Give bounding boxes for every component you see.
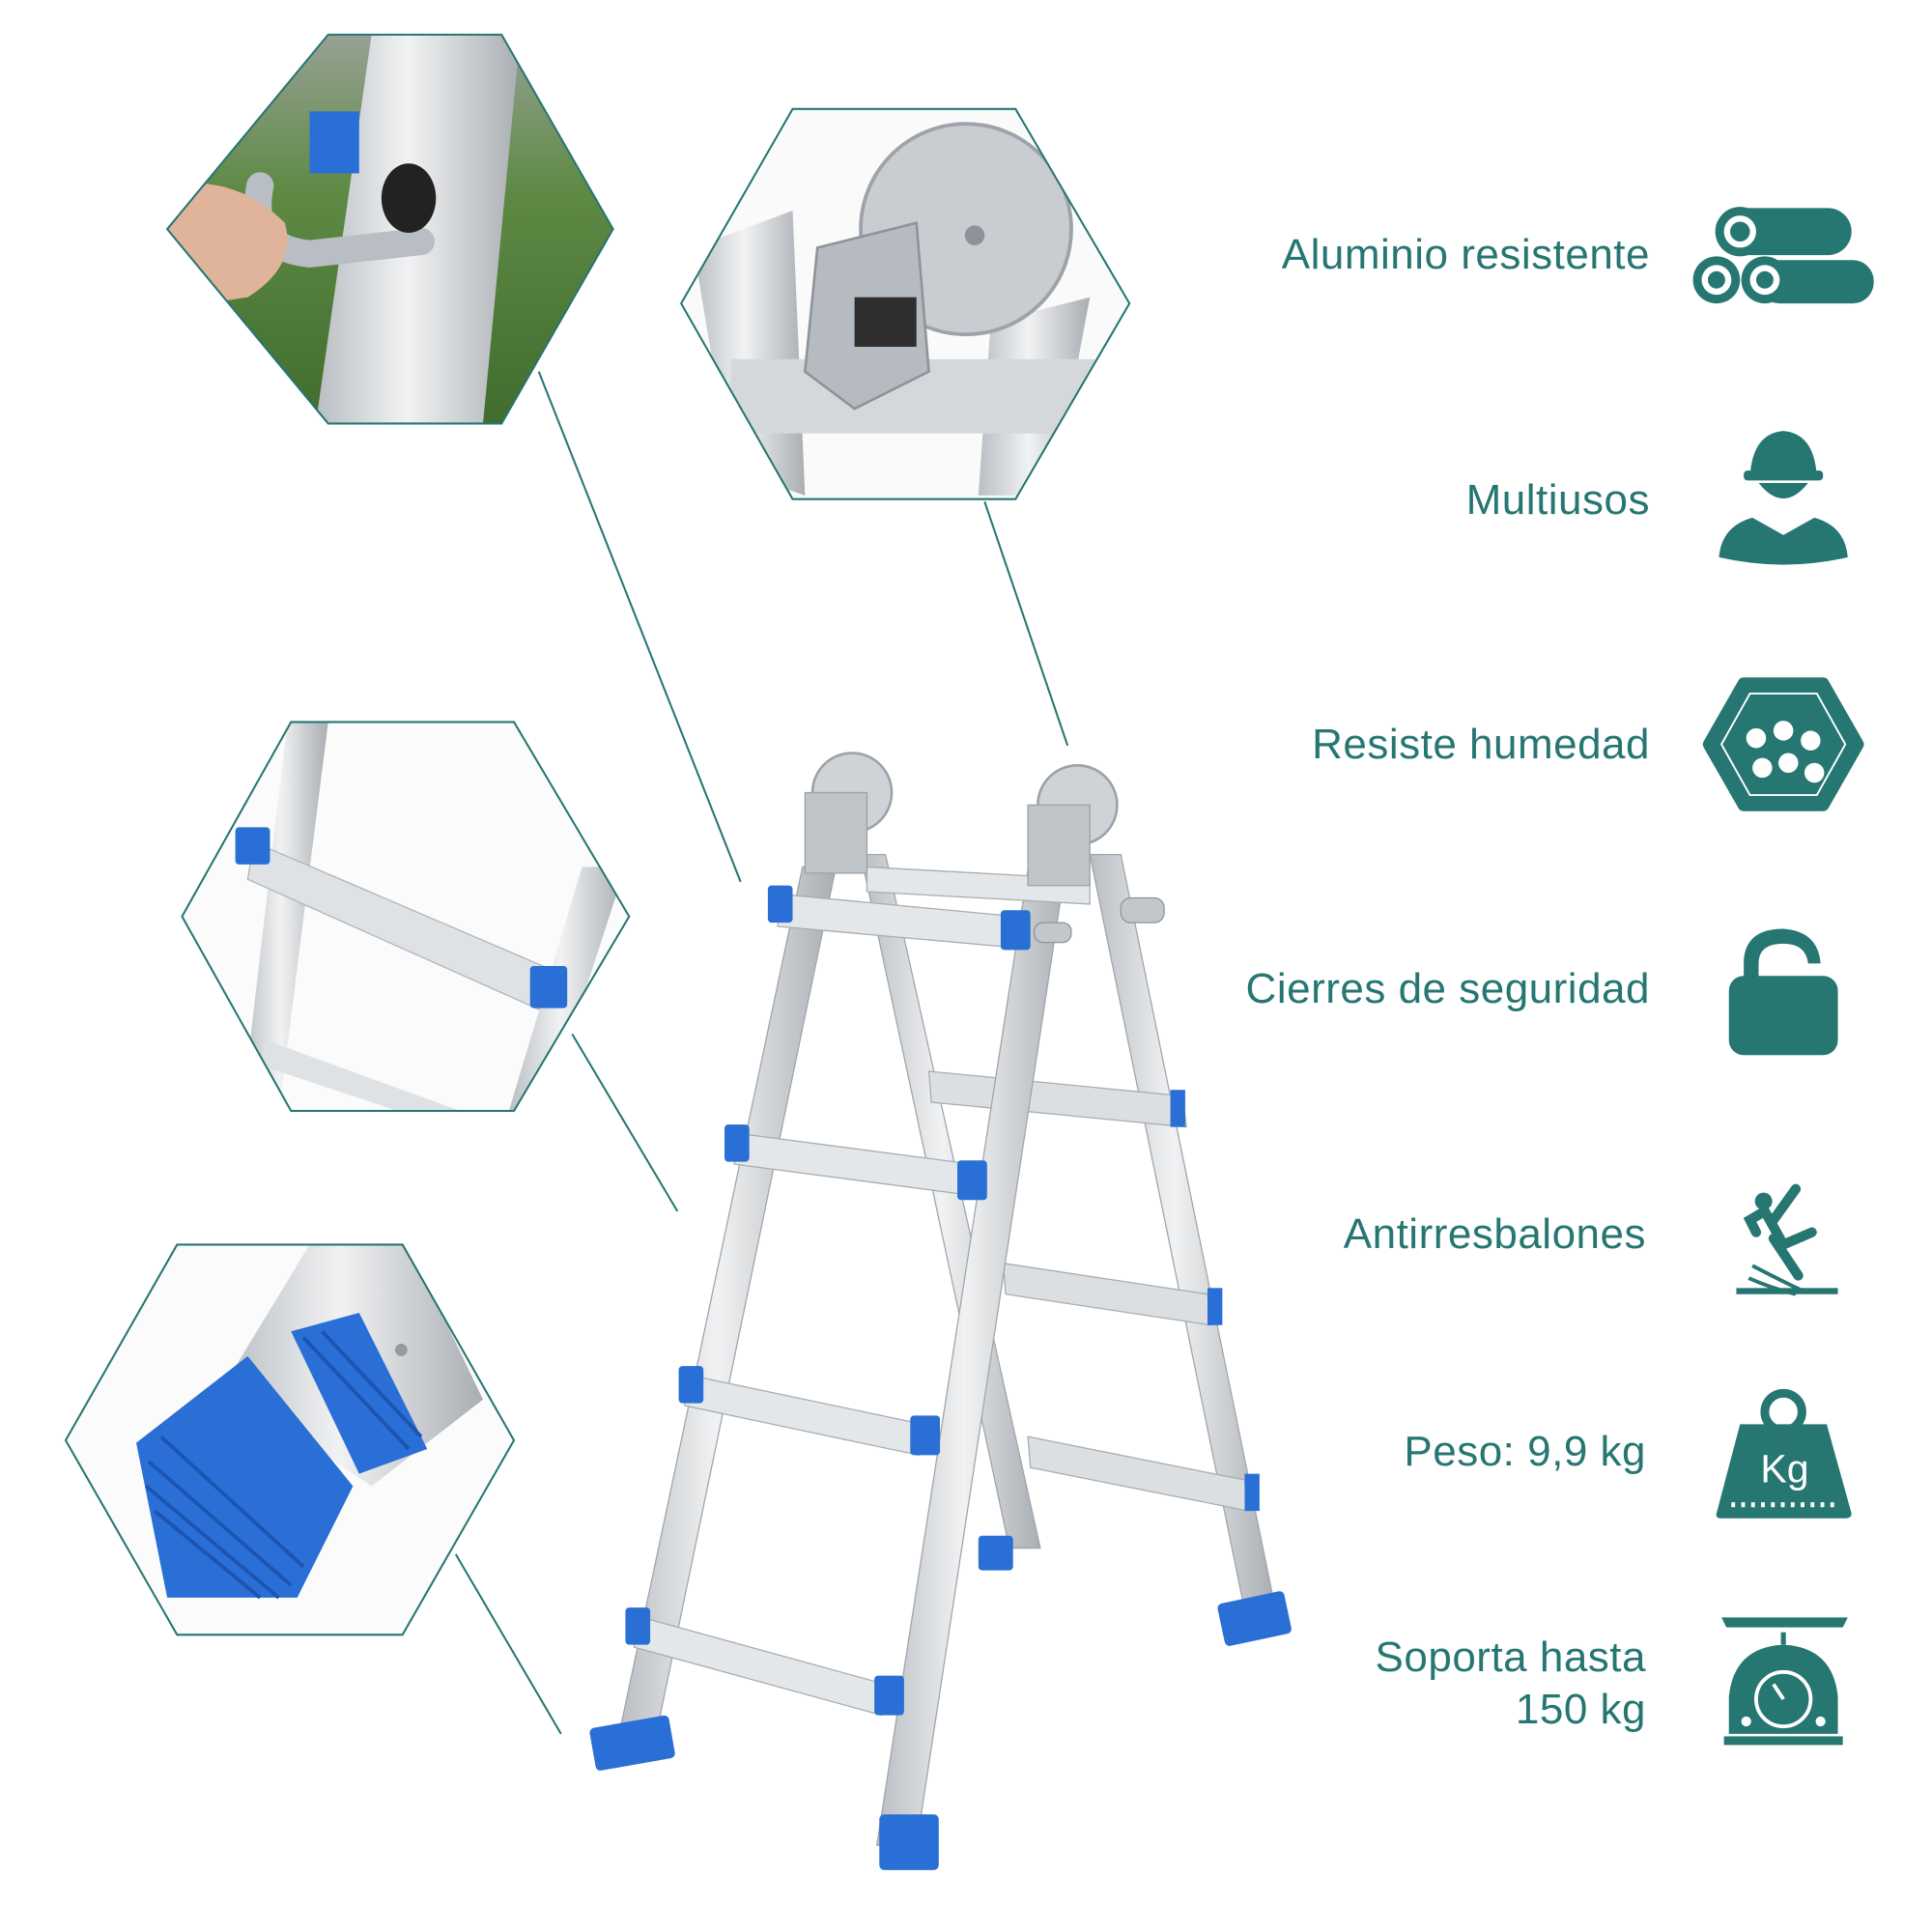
feature-label-load-capacity-line2: 150 kg (1515, 1686, 1646, 1733)
feature-label-weight: Peso: 9,9 kg (1404, 1428, 1646, 1475)
callout-lines (454, 371, 1069, 1735)
feature-label-safety-locks: Cierres de seguridad (1245, 965, 1650, 1012)
feature-label-aluminium: Aluminio resistente (1281, 231, 1650, 278)
worker-icon (1719, 431, 1848, 565)
scale-icon (1721, 1617, 1848, 1746)
feature-label-multipurpose: Multiusos (1465, 476, 1650, 524)
detail-photo-locking-pin (167, 34, 613, 424)
detail-photo-anti-slip-foot (65, 1244, 515, 1635)
detail-photo-rung (182, 722, 630, 1111)
padlock-icon (1728, 928, 1838, 1056)
hexagon-frame-4 (64, 1243, 516, 1636)
feature-label-humidity: Resiste humedad (1312, 721, 1650, 768)
callout-line-rung (571, 1033, 679, 1212)
ladder-hinges (804, 752, 1165, 944)
hexagon-frame-3 (181, 721, 631, 1113)
weight-kg-icon: Kg (1716, 1388, 1852, 1519)
aluminium-pipes-icon (1692, 207, 1874, 304)
feature-label-load-capacity-line1: Soporta hasta (1375, 1634, 1646, 1681)
water-drops-icon (1702, 677, 1864, 811)
feature-label-anti-slip: Antirresbalones (1343, 1210, 1646, 1258)
weight-icon-text: Kg (1760, 1447, 1808, 1492)
ladder-product-image (589, 752, 1292, 1870)
callout-line-foot (454, 1553, 562, 1735)
hexagon-frame-2 (679, 107, 1131, 500)
callout-line-hinge (983, 500, 1069, 747)
rung-end-caps (589, 885, 1031, 1870)
detail-photo-hinge (681, 108, 1130, 499)
callout-line-lock (537, 371, 742, 883)
hexagon-frame-1 (165, 33, 614, 425)
slip-person-icon (1736, 1183, 1838, 1296)
